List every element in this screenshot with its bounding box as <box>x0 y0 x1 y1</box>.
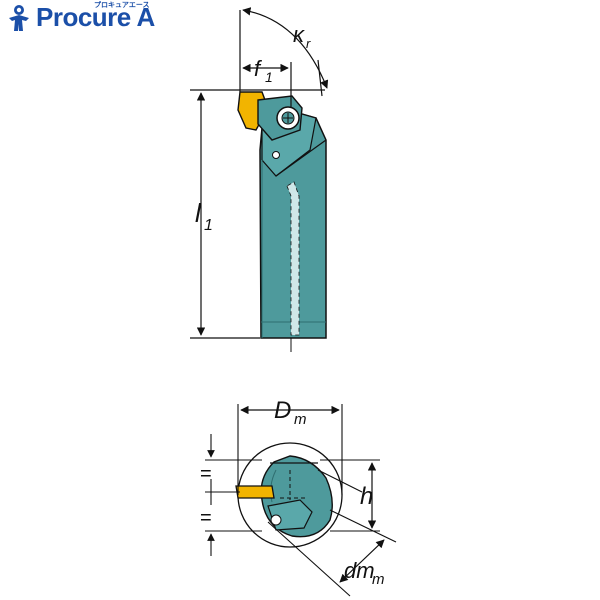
f1-subscript: 1 <box>265 69 273 85</box>
logo-kana: プロキュアエース <box>94 1 150 9</box>
l1-subscript: 1 <box>204 217 213 234</box>
coolant-channel <box>286 181 300 336</box>
kr-angle-arc <box>242 7 329 89</box>
dm-lower-subscript: m <box>372 571 385 588</box>
dm-upper-label: D <box>274 397 291 424</box>
h-label: h <box>360 483 373 510</box>
dm-lower-label: dm <box>344 558 375 583</box>
procure-a-logo: Procure A プロキュアエース <box>6 1 155 33</box>
equal-mark-top: = <box>200 463 212 485</box>
end-view <box>205 404 397 597</box>
l1-label: l <box>195 198 202 228</box>
side-view <box>190 7 329 352</box>
dm-upper-subscript: m <box>294 411 307 428</box>
f1-label: f <box>254 56 263 81</box>
logo-text: Procure A <box>36 2 155 32</box>
end-view-insert <box>235 485 275 499</box>
kr-label: κ <box>293 22 305 47</box>
person-icon <box>9 4 29 31</box>
dm-lower-dimension-line <box>339 539 385 583</box>
equal-mark-bottom: = <box>200 507 212 529</box>
kr-subscript: r <box>306 36 311 51</box>
